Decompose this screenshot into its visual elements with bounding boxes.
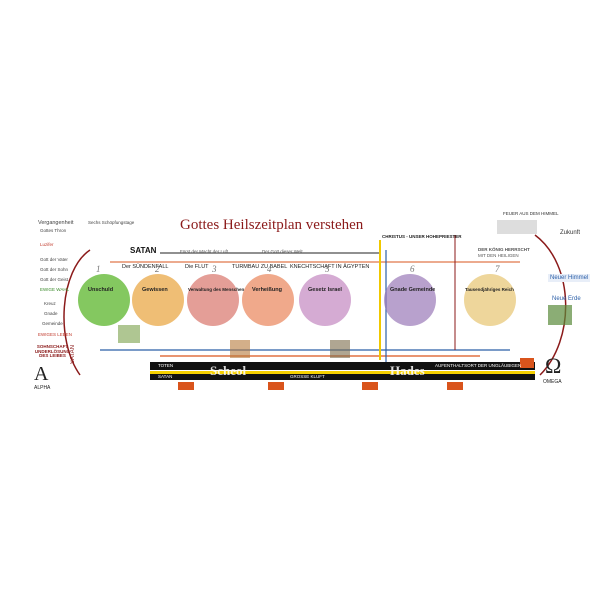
era-1-number: 1 bbox=[96, 264, 101, 274]
kluft-label: GROSSE KLUFT bbox=[290, 374, 325, 379]
era-2-number: 2 bbox=[155, 264, 160, 274]
era-circle-5 bbox=[299, 274, 351, 326]
era-circle-3 bbox=[187, 274, 239, 326]
era-5-number: 5 bbox=[325, 264, 330, 274]
alpha-label: ALPHA bbox=[34, 385, 51, 391]
sechs-tage-label: Sechs Schöpfungstage bbox=[88, 220, 135, 225]
zukunft-label: Zukunft bbox=[560, 230, 581, 236]
era-circle-7 bbox=[464, 274, 516, 326]
black-bar-lower bbox=[150, 374, 535, 380]
vergangenheit-label: Vergangenheit bbox=[38, 220, 74, 226]
neue-erde-picture bbox=[548, 305, 572, 325]
era-3-number: 3 bbox=[212, 264, 217, 274]
right-bracket bbox=[534, 234, 567, 376]
toten-label: TOTEN bbox=[158, 363, 174, 368]
era-7-label: Tausendjähriges Reich bbox=[465, 287, 514, 292]
ewiges-leben-label: EWIGES LEBEN bbox=[38, 332, 73, 337]
black-bar-upper bbox=[150, 362, 535, 370]
ewige-wahl-label: EWIGE WAHL bbox=[40, 287, 70, 292]
omega-symbol: Ω bbox=[545, 353, 562, 378]
era-6-number: 6 bbox=[410, 264, 415, 274]
gott-sohn-label: Gott der Sohn bbox=[40, 267, 69, 272]
satan-bottom-label: SATAN bbox=[158, 374, 173, 379]
alpha-symbol: A bbox=[34, 363, 49, 385]
era-circle-2 bbox=[132, 274, 184, 326]
heiligen-label: MIT DEN HEILIGEN bbox=[478, 253, 519, 258]
neuer-himmel-label: Neuer Himmel bbox=[548, 274, 591, 282]
era-5-label: Gesetz Israel bbox=[308, 287, 342, 293]
fuerst-label: Fürst der Macht der Luft bbox=[180, 249, 229, 254]
era-3-caption: Die FLUT bbox=[185, 264, 209, 270]
era-circle-4 bbox=[242, 274, 294, 326]
garden-picture bbox=[118, 325, 140, 343]
statue-picture bbox=[330, 340, 350, 358]
fire-pit-2 bbox=[268, 382, 284, 390]
omega-label: OMEGA bbox=[543, 379, 562, 385]
sohnschaft-label: SOHNSCHAFT UNDERLÖSUNG DES LEIBES bbox=[34, 344, 71, 358]
left-bracket bbox=[63, 249, 91, 376]
fire-pit-3 bbox=[362, 382, 378, 390]
fire-pit-4 bbox=[447, 382, 463, 390]
era-circle-1 bbox=[78, 274, 130, 326]
kreuz-label: Kreuz bbox=[44, 301, 56, 306]
era-7-number: 7 bbox=[495, 264, 500, 274]
era-1-label: Unschuld bbox=[88, 287, 114, 293]
era-5-caption: KNECHTSCHAFT IN ÄGYPTEN bbox=[290, 264, 370, 270]
satan-vertical-label: SATAN bbox=[70, 345, 76, 365]
neue-erde-label: Neue Erde bbox=[552, 296, 581, 302]
gott-vater-label: Gott der Vater bbox=[40, 257, 68, 262]
gottes-thron-label: Gottes Thron bbox=[40, 228, 67, 233]
fire-pit-end bbox=[520, 358, 534, 368]
scheol-label: Scheol bbox=[210, 363, 247, 378]
era-4-number: 4 bbox=[267, 264, 272, 274]
aufenthalt-label: AUFENTHALTSORT DER UNGLÄUBIGEN bbox=[435, 363, 522, 368]
fire-pit-1 bbox=[178, 382, 194, 390]
hades-label: Hades bbox=[390, 363, 425, 378]
era-3-label: Verwaltung des Menschen bbox=[188, 287, 245, 292]
feuer-label: FEUER AUS DEM HIMMEL bbox=[503, 211, 559, 216]
koenig-label: DER KÖNIG HERRSCHT bbox=[478, 247, 530, 252]
book-picture bbox=[497, 220, 537, 234]
era-4-label: Verheißung bbox=[252, 287, 282, 293]
luzifer-label: Luzifer bbox=[40, 242, 54, 247]
gemeinde-label: Gemeinde bbox=[42, 321, 63, 326]
tower-picture bbox=[230, 340, 250, 358]
satan-top-label: SATAN bbox=[130, 246, 157, 255]
gott-geist-label: Gott der Geist bbox=[40, 277, 69, 282]
christus-label: CHRISTUS - UNSER HOHEPRIESTER bbox=[382, 234, 462, 239]
era-2-caption: Der SÜNDENFALL bbox=[122, 264, 169, 270]
page-title: Gottes Heilszeitplan verstehen bbox=[180, 217, 364, 233]
era-4-caption: TURMBAU ZU BABEL bbox=[232, 264, 288, 270]
gnade-label: Gnade bbox=[44, 311, 58, 316]
era-circle-6 bbox=[384, 274, 436, 326]
yellow-strip bbox=[150, 371, 535, 374]
era-6-label: Gnade Gemeinde bbox=[390, 287, 436, 293]
gott-welt-label: Der Gott dieser Welt bbox=[262, 249, 303, 254]
era-2-label: Gewissen bbox=[142, 287, 168, 293]
